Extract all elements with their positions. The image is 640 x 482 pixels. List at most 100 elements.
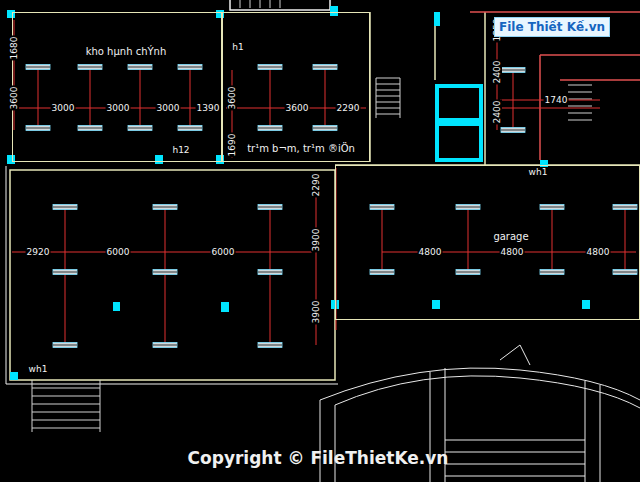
dimension-label: 3900 — [311, 228, 321, 253]
room: tr¹m b¬m, tr¹m ®iÖn — [222, 12, 370, 162]
fixture-tube — [53, 272, 77, 273]
dimension-label: wh1 — [28, 364, 49, 374]
light-fixture — [178, 126, 202, 131]
fixture-tube — [78, 128, 102, 129]
fixture-tube — [540, 207, 564, 208]
dimension-label: 2400 — [492, 60, 502, 85]
fixture-tube — [456, 207, 480, 208]
dimension-label: h1 — [231, 42, 244, 52]
light-fixture — [153, 205, 177, 210]
wire — [165, 207, 166, 345]
light-fixture — [128, 126, 152, 131]
room-name: kho hµnh chÝnh — [84, 46, 169, 57]
lighting-layout — [12, 18, 637, 348]
copyright-watermark: Copyright © FileThietKe.vn — [187, 448, 450, 468]
fixture-tube — [153, 272, 177, 273]
dimension-label: 3000 — [156, 103, 181, 113]
light-fixture — [78, 65, 102, 70]
room-wall — [470, 12, 640, 160]
fixture-tube — [78, 67, 102, 68]
wire — [500, 108, 600, 109]
wire — [382, 207, 383, 272]
fixture-tube — [313, 128, 337, 129]
dimension-label: 3000 — [51, 103, 76, 113]
light-fixture — [613, 270, 637, 275]
fixture-tube — [456, 272, 480, 273]
dimension-label: 3600 — [9, 86, 19, 111]
wire — [38, 67, 39, 128]
light-fixture — [370, 205, 394, 210]
light-fixture — [153, 343, 177, 348]
light-fixture — [540, 205, 564, 210]
dimension-label: 1740 — [544, 95, 569, 105]
light-fixture — [456, 205, 480, 210]
fixture-tube — [501, 130, 525, 131]
light-fixture — [258, 205, 282, 210]
dimension-label: 4800 — [418, 247, 443, 257]
fixture-tube — [128, 67, 152, 68]
dimension-label: 6000 — [106, 247, 131, 257]
fixture-tube — [540, 272, 564, 273]
light-fixture — [313, 126, 337, 131]
wire — [270, 67, 271, 128]
light-fixture — [53, 270, 77, 275]
walls — [6, 0, 640, 384]
light-fixture — [456, 270, 480, 275]
fixture-tube — [258, 128, 282, 129]
core-wall — [335, 12, 640, 165]
fixture-tube — [370, 272, 394, 273]
light-fixture — [258, 126, 282, 131]
wire — [468, 207, 469, 272]
wire — [552, 207, 553, 272]
light-fixture — [128, 65, 152, 70]
wall — [230, 0, 330, 10]
stair-hatch — [32, 0, 592, 432]
wire — [12, 252, 312, 253]
light-fixture — [26, 126, 50, 131]
columns — [7, 6, 590, 380]
fixture-tube — [501, 70, 525, 71]
wire — [325, 67, 326, 128]
wire — [190, 67, 191, 128]
light-fixture — [26, 65, 50, 70]
dimension-label: 3900 — [311, 300, 321, 325]
light-fixture — [540, 270, 564, 275]
fixture-tube — [128, 128, 152, 129]
dimension-label: 2290 — [311, 173, 321, 198]
room: garage — [335, 165, 640, 320]
fixture-tube — [258, 67, 282, 68]
dimension-label: 2920 — [26, 247, 51, 257]
dimension-label: 2400 — [492, 100, 502, 125]
dimension-label: 1680 — [9, 36, 19, 61]
wire — [90, 67, 91, 128]
room-name: garage — [491, 231, 530, 242]
light-fixture — [178, 65, 202, 70]
light-fixture — [370, 270, 394, 275]
dimension-label: h12 — [171, 145, 190, 155]
room: kho hµnh chÝnh — [12, 12, 222, 162]
light-fixture — [153, 270, 177, 275]
dimension-label: 6000 — [211, 247, 236, 257]
light-fixture — [53, 205, 77, 210]
hall-wall — [10, 170, 335, 380]
fixture-tube — [258, 272, 282, 273]
fixture-tube — [258, 207, 282, 208]
fixture-tube — [258, 345, 282, 346]
fixture-tube — [53, 207, 77, 208]
fixture-tube — [613, 272, 637, 273]
light-fixture — [53, 343, 77, 348]
light-fixture — [613, 205, 637, 210]
dimension-label: 4800 — [586, 247, 611, 257]
wire — [270, 207, 271, 345]
fixture-tube — [370, 207, 394, 208]
wire — [140, 67, 141, 128]
dimension-label: 4800 — [500, 247, 525, 257]
dimension-label: 1390 — [196, 103, 221, 113]
fixture-tube — [178, 67, 202, 68]
elevators — [437, 86, 481, 160]
light-fixture — [258, 343, 282, 348]
dimension-label: wh1 — [528, 167, 549, 177]
fixture-tube — [26, 128, 50, 129]
dimension-label: 3000 — [106, 103, 131, 113]
